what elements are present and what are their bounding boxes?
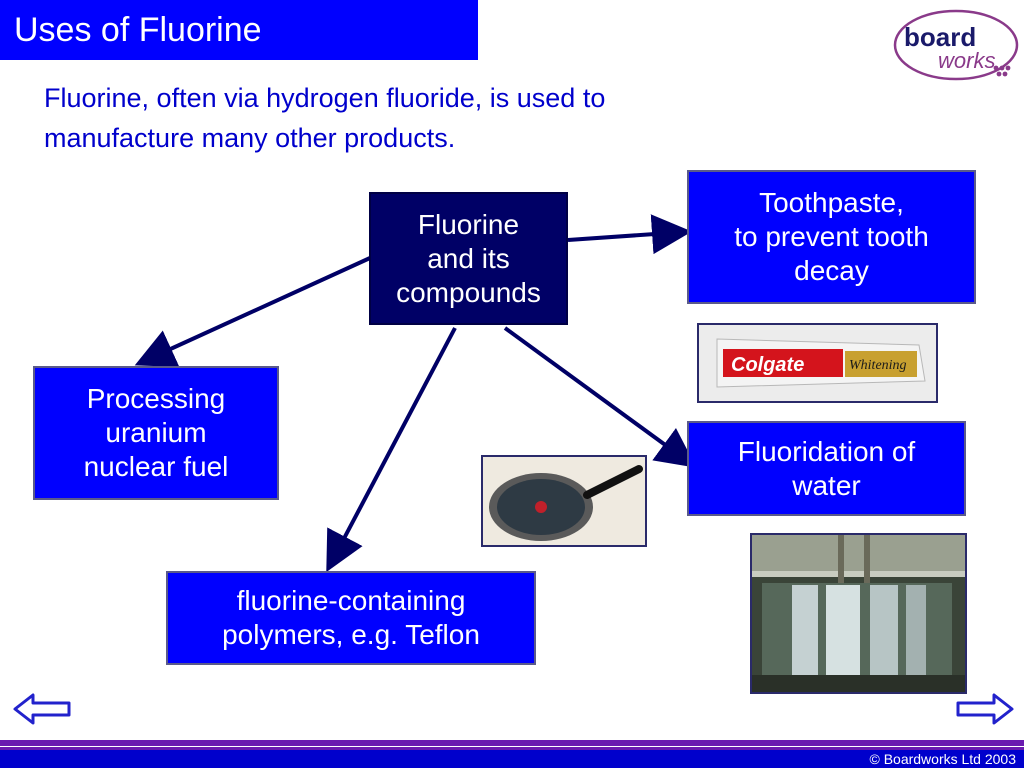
logo-word-works: works [938,48,995,73]
box-uranium: Processing uranium nuclear fuel [33,366,279,500]
teflon-pan-photo [481,455,647,547]
footer-rule-bottom [0,747,1024,750]
toothpaste-brand-label: Colgate [731,354,804,376]
slide-title: Uses of Fluorine [0,0,478,60]
polymers-line-1: fluorine-containing [236,585,466,616]
center-line-2: and its [427,242,510,274]
arrow-right-icon [956,693,1014,725]
box-polymers: fluorine-containing polymers, e.g. Teflo… [166,571,536,665]
toothpaste-line-3: decay [794,255,869,286]
arrow-to-toothpaste [567,214,692,255]
footer-rule-top [0,740,1024,746]
polymers-line-2: polymers, e.g. Teflon [222,619,480,650]
next-slide-button[interactable] [954,692,1014,726]
uranium-line-3: nuclear fuel [83,451,229,482]
toothpaste-line-1: Toothpaste, [759,187,904,218]
water-treatment-photo [750,533,967,694]
footer-copyright: © Boardworks Ltd 2003 [0,750,1024,768]
center-line-1: Fluorine [417,208,520,240]
intro-text: Fluorine, often via hydrogen fluoride, i… [44,78,804,158]
uranium-line-2: uranium [105,417,207,448]
toothpaste-variant-label: Whitening [849,358,907,373]
water-line-2: water [792,469,861,501]
water-line-1: Fluoridation of [737,435,916,467]
arrow-to-water [503,326,697,468]
box-water: Fluoridation of water [687,421,966,516]
intro-line-1: Fluorine, often via hydrogen fluoride, i… [44,83,606,113]
boardworks-logo: board works [893,9,1019,81]
box-toothpaste: Toothpaste, to prevent tooth decay [687,170,976,304]
arrow-left-icon [13,693,71,725]
intro-line-2: manufacture many other products. [44,123,456,153]
center-box-fluorine: Fluorine and its compounds [369,192,568,325]
previous-slide-button[interactable] [13,692,73,726]
arrow-to-uranium [134,256,371,367]
uranium-line-1: Processing [86,383,226,414]
toothpaste-photo: Colgate Whitening [697,323,938,403]
logo-word-board: board [904,22,976,52]
center-line-3: compounds [396,276,541,308]
arrow-to-polymers [326,327,457,573]
toothpaste-line-2: to prevent tooth [734,221,929,252]
